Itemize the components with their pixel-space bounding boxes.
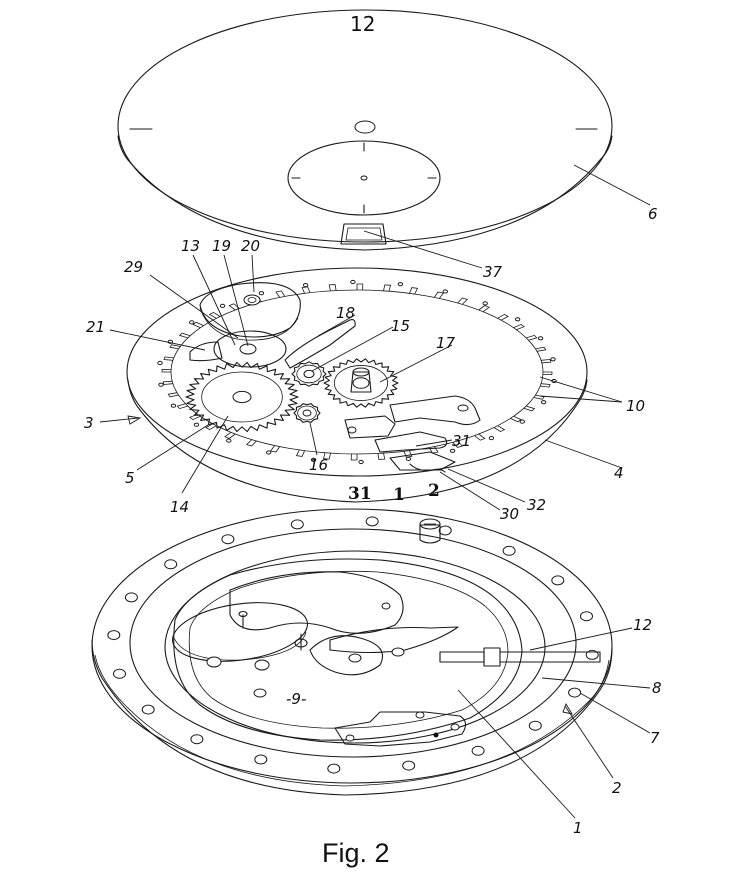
label-4: 4: [614, 464, 624, 482]
label-8: 8: [652, 679, 662, 697]
gear-part-16: [293, 403, 321, 423]
label-29: 29: [124, 258, 143, 276]
gear-part-14: [185, 361, 299, 433]
gear-part-17: [323, 358, 399, 408]
label-14: 14: [170, 498, 189, 516]
dial-numeral-12: 12: [350, 12, 375, 36]
label-21: 21: [86, 318, 105, 336]
plate-mark-9: -9-: [286, 690, 306, 708]
leader-lines: [99, 164, 651, 819]
label-16: 16: [309, 456, 328, 474]
date-numeral-2: 2: [428, 481, 440, 501]
figure-caption: Fig. 2: [322, 838, 390, 868]
label-10: 10: [626, 397, 645, 415]
label-30: 30: [500, 505, 519, 523]
date-disc-part-29: [199, 282, 301, 341]
date-mechanism: [185, 319, 481, 473]
label-1: 1: [573, 819, 583, 837]
date-numeral-1: 1: [393, 485, 405, 505]
movement-ring-part-7: [91, 508, 613, 796]
label-37: 37: [483, 263, 503, 281]
label-5: 5: [125, 469, 135, 487]
ring-holes: [107, 516, 599, 774]
label-7: 7: [650, 729, 660, 747]
label-3: 3: [84, 414, 94, 432]
label-15: 15: [391, 317, 410, 335]
movement-plate-part-1: -9-: [171, 558, 601, 747]
label-19: 19: [212, 237, 231, 255]
date-numeral-31: 31: [348, 484, 372, 504]
date-numerals: 31 1 2: [348, 481, 440, 505]
gear-part-15: [291, 361, 327, 387]
label-13: 13: [181, 237, 200, 255]
label-18: 18: [336, 304, 355, 322]
reference-labels: 6 37 29 13 19 20 21 18 15 17 3 5 14 16 1…: [84, 205, 662, 837]
label-2: 2: [612, 779, 622, 797]
dial-part-6: 12: [117, 9, 613, 251]
date-ring-part-4: [126, 267, 588, 503]
plate-rim-holes: [157, 279, 557, 465]
label-17: 17: [436, 334, 456, 352]
label-12: 12: [633, 616, 652, 634]
label-31: 31: [452, 432, 471, 450]
label-6: 6: [648, 205, 658, 223]
label-20: 20: [241, 237, 260, 255]
date-ring-teeth: [161, 283, 553, 461]
label-32: 32: [527, 496, 546, 514]
